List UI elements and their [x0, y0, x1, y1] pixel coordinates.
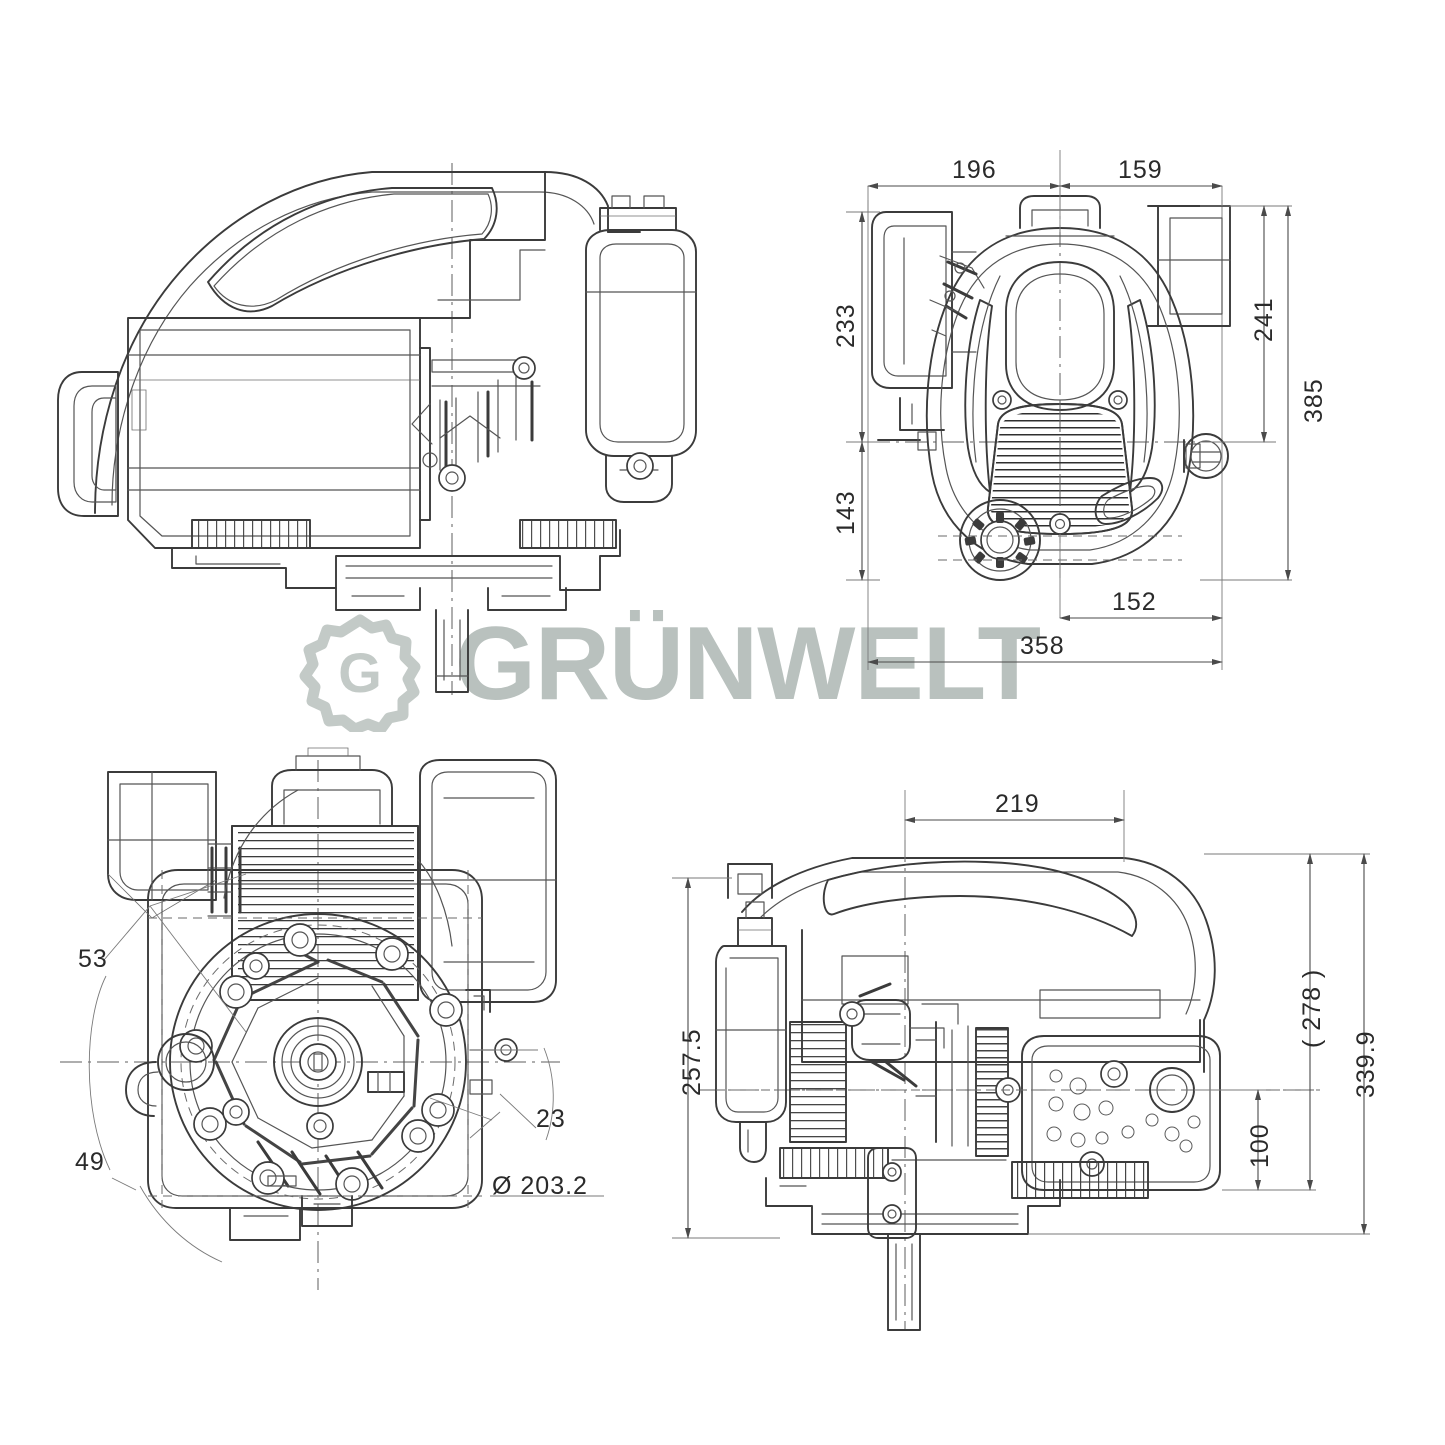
dimension-label-159: 159: [1118, 156, 1163, 184]
dimension-label-241: 241: [1250, 297, 1278, 342]
dimension-label-257-5: 257.5: [678, 1028, 706, 1096]
dimension-label-358: 358: [1020, 632, 1065, 660]
dimension-label-152: 152: [1112, 588, 1157, 616]
dimension-label-53: 53: [78, 945, 108, 973]
dimension-label-143: 143: [832, 490, 860, 535]
dimension-label-23: 23: [536, 1105, 566, 1133]
dimension-label-233: 233: [832, 303, 860, 348]
dimension-label-278: ( 278 ): [1298, 968, 1326, 1048]
dimension-label-219: 219: [995, 790, 1040, 818]
dimension-label-100: 100: [1246, 1123, 1274, 1168]
dimension-label-339-9: 339.9: [1352, 1030, 1380, 1098]
dimension-label-diameter: Ø 203.2: [492, 1172, 588, 1200]
dimension-label-49: 49: [75, 1148, 105, 1176]
dimension-label-385: 385: [1300, 378, 1328, 423]
dimension-label-196: 196: [952, 156, 997, 184]
